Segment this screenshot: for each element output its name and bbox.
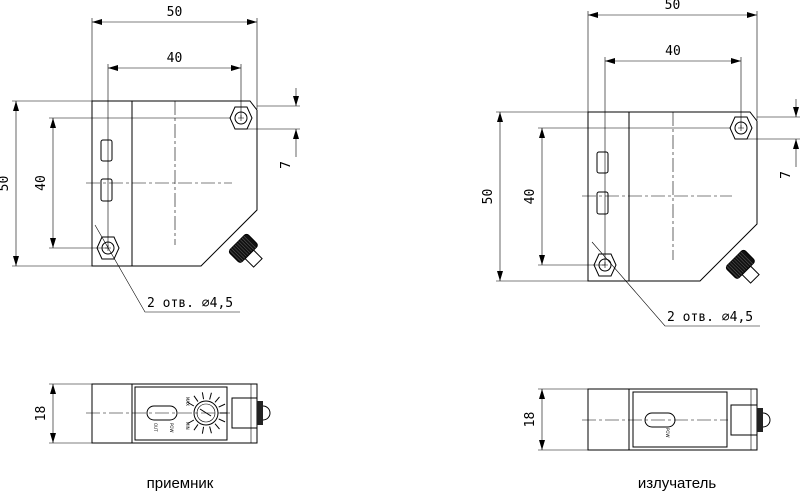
dial-tick — [209, 426, 212, 434]
connector-knurl — [725, 249, 755, 279]
hole-leader-line — [94, 224, 240, 313]
dimension-depth-label: 18 — [523, 412, 538, 428]
extension-line — [747, 116, 800, 140]
side-view-outline — [91, 383, 258, 444]
hole-leader-line — [591, 241, 760, 327]
knurl-line — [241, 237, 255, 250]
dimension-hole-spacing-y-label: 40 — [523, 189, 538, 205]
dimension-hole-spacing-x-label: 40 — [665, 44, 681, 59]
sensor-body-outline — [587, 111, 758, 282]
connector-cap-side — [762, 412, 771, 428]
knurl-line — [239, 239, 253, 252]
dimension-hole-spacing-x-label: 40 — [167, 51, 183, 66]
extension-line — [496, 111, 588, 282]
extension-line — [49, 117, 231, 249]
dial-tick — [193, 424, 199, 431]
knurl-line — [729, 262, 743, 275]
connector-knurl-side — [257, 401, 263, 425]
control-panel — [134, 386, 228, 441]
extension-line — [107, 64, 242, 248]
dial-tick — [209, 392, 212, 400]
led-window — [596, 151, 609, 174]
mounting-nut — [229, 106, 253, 130]
knurl-line — [735, 257, 748, 270]
knurl-line — [740, 251, 753, 265]
extension-line — [247, 105, 300, 130]
extension-line — [12, 100, 92, 267]
knurl-line — [229, 249, 242, 263]
led-window — [100, 139, 113, 162]
view-caption: приемник — [147, 475, 214, 492]
extension-line — [538, 388, 588, 451]
panel-label: OUT — [153, 423, 158, 432]
led-lens — [146, 405, 178, 421]
panel-label: POW — [169, 423, 174, 433]
knurl-line — [728, 264, 741, 277]
hole-note: 2 отв. ∅4,5 — [147, 296, 233, 311]
knurl-line — [234, 244, 248, 258]
knurl-line — [731, 260, 745, 274]
mounting-nut — [593, 253, 617, 277]
dimension-height-label: 50 — [0, 176, 12, 192]
dimension-width-label: 50 — [167, 5, 183, 20]
knurl-line — [738, 253, 752, 266]
connector-knurl — [228, 233, 258, 263]
led-window — [596, 191, 609, 215]
knurl-line — [236, 242, 249, 256]
sensor-body-outline — [91, 100, 258, 267]
dial-tick — [201, 426, 205, 434]
connector — [228, 233, 263, 268]
dial-pointer — [199, 408, 212, 417]
dial-tick — [193, 395, 199, 402]
knurl-line — [232, 246, 246, 259]
mounting-nut — [729, 116, 753, 140]
extension-line — [538, 127, 731, 266]
dial-tick — [218, 403, 226, 408]
connector-nut-side — [231, 397, 258, 429]
dial-tick — [187, 402, 195, 407]
dial-tick — [187, 419, 195, 424]
dial-tick — [214, 396, 220, 403]
dial-tick — [214, 423, 220, 430]
dial-tick — [201, 392, 205, 400]
side-view-outline — [587, 388, 758, 451]
connector-cable — [244, 249, 263, 268]
hole-note: 2 отв. ∅4,5 — [667, 310, 753, 325]
control-panel — [632, 391, 728, 448]
dimension-offset-label: 7 — [779, 171, 794, 179]
connector-nut-side — [730, 404, 758, 436]
connector-cable — [741, 265, 760, 284]
view-caption: излучатель — [638, 475, 716, 492]
panel-label: MAX — [185, 397, 190, 406]
dimension-hole-spacing-y-label: 40 — [34, 175, 49, 191]
knurl-line — [733, 258, 746, 272]
knurl-line — [726, 265, 739, 279]
dimension-width-label: 50 — [665, 0, 681, 13]
led-window — [100, 178, 113, 202]
knurl-line — [243, 235, 256, 249]
dial-inner — [196, 403, 216, 423]
dimension-depth-label: 18 — [34, 406, 49, 422]
knurl-line — [238, 241, 251, 254]
dimension-height-label: 50 — [481, 189, 496, 205]
extension-line — [587, 11, 758, 120]
dimension-offset-label: 7 — [279, 161, 294, 169]
dial-tick — [218, 418, 226, 423]
connector — [725, 249, 760, 284]
extension-line — [604, 57, 742, 265]
extension-line — [91, 18, 258, 109]
sensitivity-dial — [193, 400, 219, 426]
connector-knurl-side — [757, 408, 763, 432]
knurl-line — [231, 248, 244, 261]
led-lens — [644, 412, 676, 428]
connector-cap-side — [262, 405, 271, 421]
extension-line — [49, 383, 92, 444]
panel-label: MIN — [185, 422, 190, 430]
knurl-line — [736, 255, 750, 268]
panel-label: POW — [665, 428, 670, 438]
